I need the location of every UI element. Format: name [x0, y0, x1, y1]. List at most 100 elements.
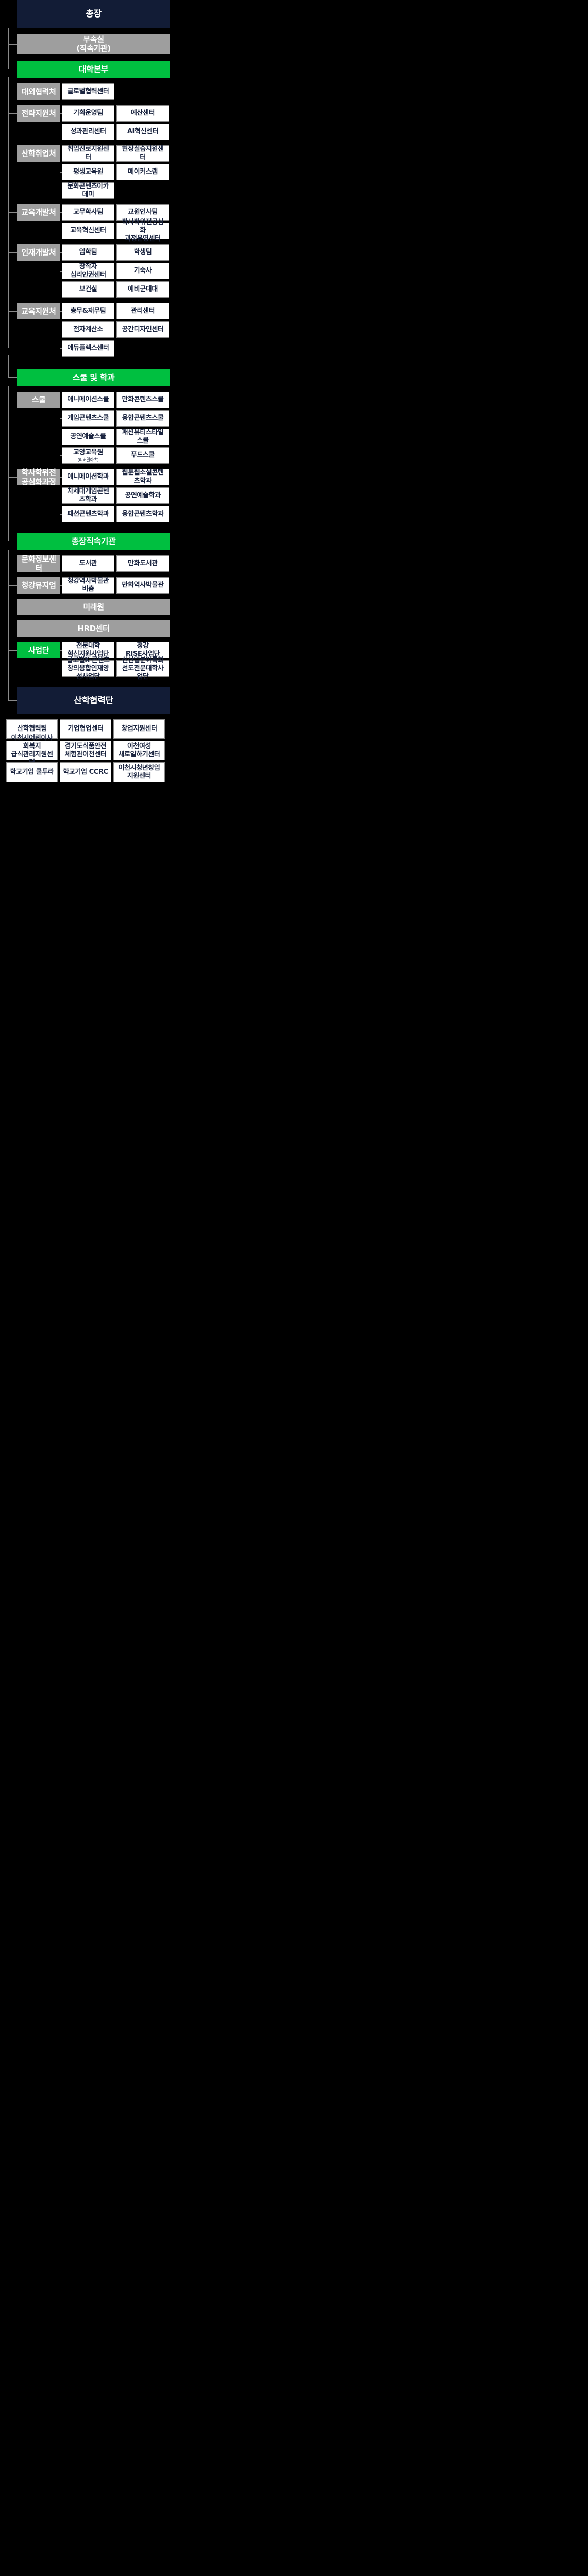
sub-box-신산업분야특화 선도전문대학사업단[interactable]: 신산업분야특화선도전문대학사업단	[116, 656, 169, 681]
sub-box-공간디자인센터[interactable]: 공간디자인센터	[116, 321, 169, 338]
president-box[interactable]: 총장	[17, 0, 170, 28]
iac-box-이천시어린이사회복지-급식관리지원센터[interactable]: 이천시어린이사회복지급식관리지원센터	[6, 734, 58, 767]
sub-box-패션뷰티스타일스쿨[interactable]: 패션뷰티스타일스쿨	[116, 429, 169, 445]
direct-group-HRD센터[interactable]: HRD센터	[17, 620, 170, 637]
sub-box-보건실[interactable]: 보건실	[62, 281, 114, 298]
box-label: 애니메이션학과	[67, 473, 109, 481]
sub-box-만화도서관[interactable]: 만화도서관	[116, 555, 169, 572]
sub-box-차세대게임콘텐츠학과[interactable]: 차세대게임콘텐츠학과	[62, 487, 114, 504]
sub-box-교양교육원[interactable]: 교양교육원(리버럴아츠)	[62, 447, 114, 464]
sub-box-교원인사팀[interactable]: 교원인사팀	[116, 204, 169, 221]
sub-box-공연예술스쿨[interactable]: 공연예술스쿨	[62, 429, 114, 445]
box-label-line: 경기도식품안전	[64, 742, 107, 751]
sub-box-교무학사팀[interactable]: 교무학사팀	[62, 204, 114, 221]
sub-box-학사학위전공심화 과정운영센터[interactable]: 학사학위전공심화과정운영센터	[116, 218, 169, 243]
sub-box-예산센터[interactable]: 예산센터	[116, 105, 169, 122]
sub-box-융합콘텐츠학과[interactable]: 융합콘텐츠학과	[116, 506, 169, 522]
sub-box-만화역사박물관[interactable]: 만화역사박물관	[116, 577, 169, 594]
sub-box-청강역사박물관비츰[interactable]: 청강역사박물관비츰	[62, 577, 114, 594]
dept-box-교육지원처[interactable]: 교육지원처	[17, 303, 60, 319]
sub-box-융합콘텐츠스쿨[interactable]: 융합콘텐츠스쿨	[116, 410, 169, 427]
connector-line-horizontal	[60, 455, 62, 456]
school-group-학사학위전공심화과정[interactable]: 학사학위전공심화과정	[17, 468, 60, 486]
direct-group-문화정보센터[interactable]: 문화정보센터	[17, 554, 60, 573]
school-group-스쿨[interactable]: 스쿨	[17, 392, 60, 408]
connector-line-horizontal	[8, 585, 17, 586]
sub-box-창작자 심리인권센터[interactable]: 창작자심리인권센터	[62, 263, 114, 279]
dept-box-인재개발처[interactable]: 인재개발처	[17, 244, 60, 261]
box-label-line: 학사학위전공심화	[122, 218, 164, 235]
direct-group-사업단[interactable]: 사업단	[17, 642, 60, 658]
dept-box-대외협력처[interactable]: 대외협력처	[17, 83, 60, 100]
attached-office-box[interactable]: 부속실(직속기관)	[17, 34, 170, 54]
sub-box-전자계산소[interactable]: 전자계산소	[62, 321, 114, 338]
sub-box-예비군대대[interactable]: 예비군대대	[116, 281, 169, 298]
sub-box-청강 RISE사업단[interactable]: 청강RISE사업단	[116, 642, 169, 658]
sub-box-문화콘텐츠아카데미[interactable]: 문화콘텐츠아카데미	[62, 182, 114, 199]
box-label-line: 새로일하기센터	[118, 751, 160, 758]
sub-box-글로벌K-콘텐츠 창의융합인재양성사업단[interactable]: 글로벌K-콘텐츠창의융합인재양성사업단	[62, 656, 114, 681]
box-label: 교무학사팀	[73, 208, 103, 216]
dept-box-전략지원처[interactable]: 전략지원처	[17, 105, 60, 122]
sub-box-글로벌협력센터[interactable]: 글로벌협력센터	[62, 83, 114, 100]
sub-box-교육혁신센터[interactable]: 교육혁신센터	[62, 223, 114, 239]
connector-line-vertical	[8, 28, 9, 45]
dept-box-교육개발처[interactable]: 교육개발처	[17, 204, 60, 221]
president-direct-org-box[interactable]: 총장직속기관	[17, 533, 170, 550]
box-label: 관리센터	[130, 307, 155, 315]
sub-box-현장실습지원센터[interactable]: 현장실습지원센터	[116, 145, 169, 162]
connector-line-horizontal	[60, 113, 62, 114]
sub-box-입학팀[interactable]: 입학팀	[62, 244, 114, 261]
sub-box-전문대학 혁신지원사업단[interactable]: 전문대학혁신지원사업단	[62, 642, 114, 658]
sub-box-취업진로지원센터[interactable]: 취업진로지원센터	[62, 145, 114, 162]
iac-box-산학협력팀[interactable]: 산학협력팀	[6, 719, 58, 739]
iac-box-학교기업 CCRC[interactable]: 학교기업 CCRC	[60, 762, 111, 782]
sub-box-기획운영팀[interactable]: 기획운영팀	[62, 105, 114, 122]
headquarters-box[interactable]: 대학본부	[17, 61, 170, 78]
sub-box-기숙사[interactable]: 기숙사	[116, 263, 169, 279]
direct-group-미래원[interactable]: 미래원	[17, 599, 170, 615]
sub-box-관리센터[interactable]: 관리센터	[116, 303, 169, 319]
sub-box-애니메이션스쿨[interactable]: 애니메이션스쿨	[62, 392, 114, 408]
sub-box-웹툰웹소설콘텐츠학과[interactable]: 웹툰웹소설콘텐츠학과	[116, 469, 169, 485]
sub-box-총무&재무팀[interactable]: 총무&재무팀	[62, 303, 114, 319]
sub-box-푸드스쿨[interactable]: 푸드스쿨	[116, 447, 169, 464]
direct-group-청강뮤지엄[interactable]: 청강뮤지엄	[17, 577, 60, 594]
box-label: 글로벌협력센터	[67, 88, 109, 96]
box-label: 총무&재무팀	[70, 307, 106, 315]
sub-box-도서관[interactable]: 도서관	[62, 555, 114, 572]
box-label: 교원인사팀	[128, 208, 158, 216]
box-label-line: 글로벌K-콘텐츠	[66, 656, 110, 665]
industry-academic-box[interactable]: 산학협력단	[17, 687, 170, 714]
box-label: 사업단	[28, 645, 49, 655]
sub-box-만화콘텐츠스쿨[interactable]: 만화콘텐츠스쿨	[116, 392, 169, 408]
iac-box-창업지원센터[interactable]: 창업지원센터	[113, 719, 165, 739]
box-label: 메이커스랩	[128, 168, 158, 176]
iac-box-기업협업센터[interactable]: 기업협업센터	[60, 719, 111, 739]
school-and-department-box[interactable]: 스쿨 및 학과	[17, 369, 170, 386]
sub-box-공연예술학과[interactable]: 공연예술학과	[116, 487, 169, 504]
sub-box-게임콘텐츠스쿨[interactable]: 게임콘텐츠스쿨	[62, 410, 114, 427]
connector-line-vertical	[8, 518, 9, 541]
box-label: 공연예술학과	[125, 492, 161, 500]
sub-box-평생교육원[interactable]: 평생교육원	[62, 164, 114, 180]
iac-box-이천시청년창업지원센터[interactable]: 이천시청년창업지원센터	[113, 762, 165, 782]
box-label: 학생팀	[133, 248, 152, 257]
sub-box-패션콘텐츠학과[interactable]: 패션콘텐츠학과	[62, 506, 114, 522]
sub-box-에듀플렉스센터[interactable]: 에듀플렉스센터	[62, 340, 114, 357]
box-label: 교육지원처	[21, 306, 56, 316]
sub-box-메이커스랩[interactable]: 메이커스랩	[116, 164, 169, 180]
connector-line-vertical	[8, 44, 9, 69]
sub-box-학생팀[interactable]: 학생팀	[116, 244, 169, 261]
sub-box-성과관리센터[interactable]: 성과관리센터	[62, 124, 114, 140]
sub-box-애니메이션학과[interactable]: 애니메이션학과	[62, 469, 114, 485]
box-label: 교육혁신센터	[70, 227, 106, 235]
box-label-line: (직속기관)	[76, 44, 111, 53]
iac-box-학교기업 쿨투라[interactable]: 학교기업 쿨투라	[6, 762, 58, 782]
box-label: 인재개발처	[21, 247, 56, 257]
box-label: 스쿨	[31, 395, 46, 404]
dept-box-산학취업처[interactable]: 산학취업처	[17, 145, 60, 162]
sub-box-AI혁신센터[interactable]: AI혁신센터	[116, 124, 169, 140]
